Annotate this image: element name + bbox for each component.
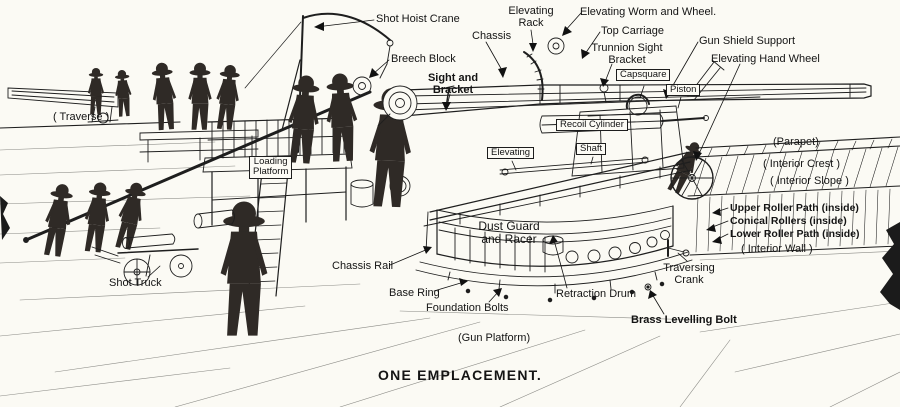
gun-barrel — [403, 83, 872, 117]
label-elevating-rack: Elevating Rack — [508, 5, 554, 29]
label-chassis: Chassis — [472, 30, 512, 42]
label-shot-truck: Shot Truck — [109, 277, 162, 289]
handwheel — [670, 156, 714, 200]
label-breech-block: Breech Block — [391, 53, 456, 65]
ground-lines — [0, 141, 900, 407]
elevating-shaft — [499, 156, 649, 176]
label-elevating-hand-wheel: Elevating Hand Wheel — [711, 53, 820, 65]
label-gun-shield-support: Gun Shield Support — [699, 35, 796, 47]
label-parapet: (Parapet) — [773, 136, 819, 148]
label-chassis-rail: Chassis Rail — [332, 260, 394, 272]
label-interior-slope: ( Interior Slope ) — [770, 175, 849, 187]
label-foundation-bolts: Foundation Bolts — [426, 302, 509, 314]
label-dust-guard-and-racer: Dust Guard and Racer — [478, 219, 540, 246]
figure-title: ONE EMPLACEMENT. — [378, 367, 542, 383]
label-piston: Piston — [666, 84, 701, 97]
label-loading-platform: Loading Platform — [249, 156, 293, 179]
label-lower-roller-path: Lower Roller Path (inside) — [730, 228, 860, 240]
label-capsquare: Capsquare — [616, 69, 671, 82]
label-conical-rollers: Conical Rollers (inside) — [730, 215, 847, 227]
label-interior-wall: ( Interior Wall ) — [741, 243, 813, 255]
label-elevating: Elevating — [487, 147, 535, 160]
label-gun-platform: (Gun Platform) — [458, 332, 531, 344]
shot-truck-group — [91, 209, 235, 286]
label-top-carriage: Top Carriage — [601, 25, 664, 37]
label-brass-levelling-bolt: Brass Levelling Bolt — [631, 314, 737, 326]
label-shaft: Shaft — [576, 143, 607, 156]
label-sight-and-bracket: Sight and Bracket — [427, 72, 479, 96]
label-interior-crest: ( Interior Crest ) — [763, 158, 841, 170]
torn-edges — [0, 196, 900, 310]
label-upper-roller-path: Upper Roller Path (inside) — [730, 202, 859, 214]
label-elevating-worm-and-wheel: Elevating Worm and Wheel. — [580, 6, 717, 18]
leader-lines — [147, 12, 741, 315]
label-recoil-cylinder: Recoil Cylinder — [556, 119, 628, 132]
label-shot-hoist-crane: Shot Hoist Crane — [376, 13, 460, 25]
parapet-group — [687, 136, 900, 256]
label-retraction-drum: Retraction Drum — [556, 288, 637, 300]
label-base-ring: Base Ring — [389, 287, 440, 299]
breech-group — [352, 76, 418, 127]
label-traversing-crank: Traversing Crank — [663, 262, 715, 286]
turntable-drum — [415, 205, 693, 303]
label-trunnion-sight-bracket: Trunnion Sight Bracket — [591, 42, 663, 66]
label-traverse: ( Traverse ) — [53, 111, 110, 123]
